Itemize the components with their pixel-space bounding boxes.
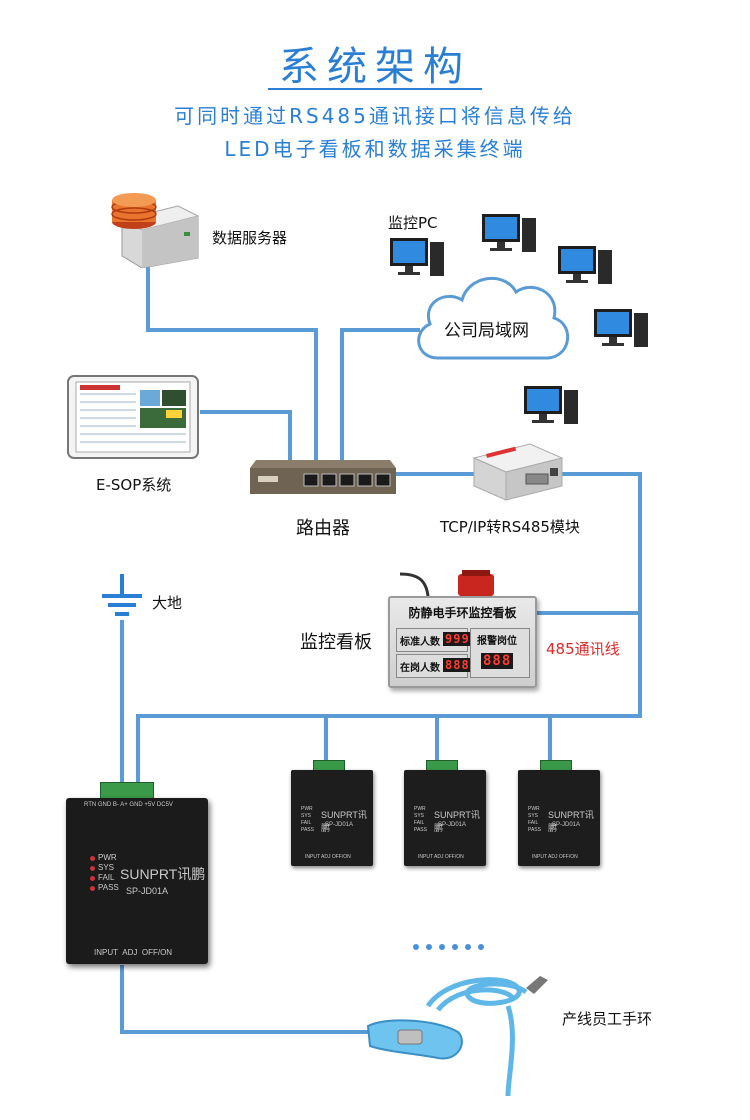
board-label: 监控看板	[300, 632, 372, 653]
diagram-title: 系统架构	[279, 44, 471, 90]
monitor-pc-label: 监控PC	[388, 214, 438, 232]
device-model: SP-JD01A	[126, 886, 169, 896]
board-onduty-value: 888	[443, 658, 472, 672]
subtitle-line-1: 可同时通过RS485通讯接口将信息传给	[174, 104, 576, 128]
database-server-icon	[111, 193, 200, 268]
more-devices-dots	[413, 944, 484, 950]
board-standard-value: 999	[443, 632, 472, 646]
led-indicator	[90, 856, 95, 861]
converter-label: TCP/IP转RS485模块	[440, 518, 580, 536]
device-model: SP-JD01A	[552, 822, 581, 828]
monitoring-board: 防静电手环监控看板 标准人数 999 在岗人数 888 报警岗位 888	[388, 596, 537, 688]
device-brand: SUNPRT讯鹏	[434, 810, 480, 833]
device-body: RTN GND B- A+ GND +5V DC5V SUNPRT讯鹏 SP-J…	[66, 798, 208, 964]
led-indicator	[90, 886, 95, 891]
rs485-line-label: 485通讯线	[546, 640, 620, 658]
led-indicator	[90, 866, 95, 871]
esop-label: E-SOP系统	[96, 476, 172, 494]
wire-server-router	[146, 262, 318, 462]
pc-icon	[482, 214, 536, 252]
wire-esop-router	[200, 410, 292, 462]
wrist-strap-icon	[366, 976, 548, 1097]
wristband-label: 产线员工手环	[562, 1010, 653, 1028]
device-brand: SUNPRT讯鹏	[321, 810, 367, 833]
tablet-icon	[67, 375, 199, 459]
main-collector-device: RTN GND B- A+ GND +5V DC5V SUNPRT讯鹏 SP-J…	[66, 782, 208, 966]
ground-icon	[102, 574, 142, 616]
board-onduty-label: 在岗人数	[400, 663, 440, 674]
subtitle-line-2: LED电子看板和数据采集终端	[224, 137, 526, 161]
device-model: SP-JD01A	[438, 822, 467, 828]
converter-module-icon	[472, 443, 564, 501]
cloud-icon	[417, 276, 570, 360]
device-terminal-label: RTN GND B- A+ GND +5V DC5V	[84, 802, 173, 808]
board-standard-label: 标准人数	[400, 637, 440, 648]
device-brand: SUNPRT讯鹏	[120, 866, 206, 882]
pc-icon	[594, 309, 648, 347]
device-ports: INPUT ADJ OFF/ON	[418, 854, 464, 860]
title-underline	[268, 88, 482, 90]
board-alarm-panel: 报警岗位 888	[470, 628, 530, 678]
device-ports: INPUT ADJ OFF/ON	[94, 948, 173, 957]
pc-icon	[524, 386, 578, 424]
board-row-onduty: 在岗人数 888	[396, 654, 472, 678]
device-brand: SUNPRT讯鹏	[548, 810, 594, 833]
board-alarm-value: 888	[481, 653, 514, 669]
board-alarm-label: 报警岗位	[477, 636, 517, 647]
router-icon	[250, 460, 396, 494]
device-ports: INPUT ADJ OFF/ON	[305, 854, 351, 860]
device-ports: INPUT ADJ OFF/ON	[532, 854, 578, 860]
lan-label: 公司局域网	[444, 321, 529, 341]
wire-lan-router	[340, 328, 420, 462]
led-indicator	[90, 876, 95, 881]
wire-wristband	[120, 965, 370, 1034]
pc-icon	[390, 238, 444, 276]
board-row-standard: 标准人数 999	[396, 628, 472, 652]
board-fixtures	[399, 570, 494, 597]
board-title: 防静电手环监控看板	[408, 606, 517, 620]
wire-converter-bus	[136, 472, 642, 790]
router-label: 路由器	[296, 518, 350, 539]
server-label: 数据服务器	[212, 229, 288, 247]
ground-label: 大地	[152, 594, 183, 612]
device-model: SP-JD01A	[325, 822, 354, 828]
pc-icon	[558, 246, 612, 284]
